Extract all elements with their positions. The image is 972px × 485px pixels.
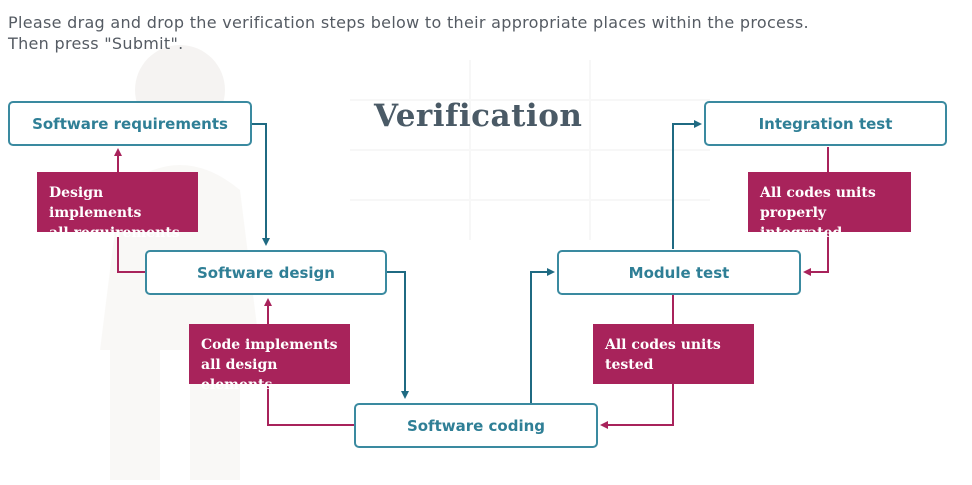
drag-card-code-implements[interactable]: Code implements all design elements (189, 324, 350, 393)
drag-card-all-units-tested[interactable]: All codes units tested (593, 324, 754, 384)
card-line-1: All codes units (605, 337, 721, 353)
card-line-1: Design implements (49, 185, 142, 221)
arrow-requirements-to-design (252, 123, 270, 246)
step-software-coding-label: Software coding (406, 416, 546, 435)
instructions: Please drag and drop the verification st… (8, 12, 809, 54)
step-software-coding: Software coding (354, 403, 598, 448)
card-line-2: all requirements (49, 225, 180, 241)
arrow-coding-to-module (530, 268, 555, 403)
arrow-module-to-integration (672, 120, 702, 249)
drag-card-all-units-integrated[interactable]: All codes units properly integrated (748, 172, 911, 241)
step-integration-test-label: Integration test (758, 114, 893, 133)
step-software-design: Software design (145, 250, 387, 295)
step-software-requirements: Software requirements (8, 101, 252, 146)
background-table (350, 60, 710, 240)
diagram-title: Verification (374, 98, 583, 134)
instructions-line-2: Then press "Submit". (8, 34, 184, 53)
step-software-requirements-label: Software requirements (32, 114, 228, 133)
card-line-2: properly integrated (760, 205, 843, 241)
card-line-2: tested (605, 357, 654, 373)
card-line-1: All codes units (760, 185, 876, 201)
card-line-1: Code implements (201, 337, 338, 353)
instructions-line-1: Please drag and drop the verification st… (8, 13, 809, 32)
drag-card-design-implements[interactable]: Design implements all requirements (37, 172, 198, 241)
arrow-design-to-coding (387, 271, 409, 399)
step-module-test-label: Module test (628, 263, 730, 282)
step-module-test: Module test (557, 250, 801, 295)
step-integration-test: Integration test (704, 101, 947, 146)
step-software-design-label: Software design (197, 263, 335, 282)
card-line-2: all design elements (201, 357, 278, 393)
